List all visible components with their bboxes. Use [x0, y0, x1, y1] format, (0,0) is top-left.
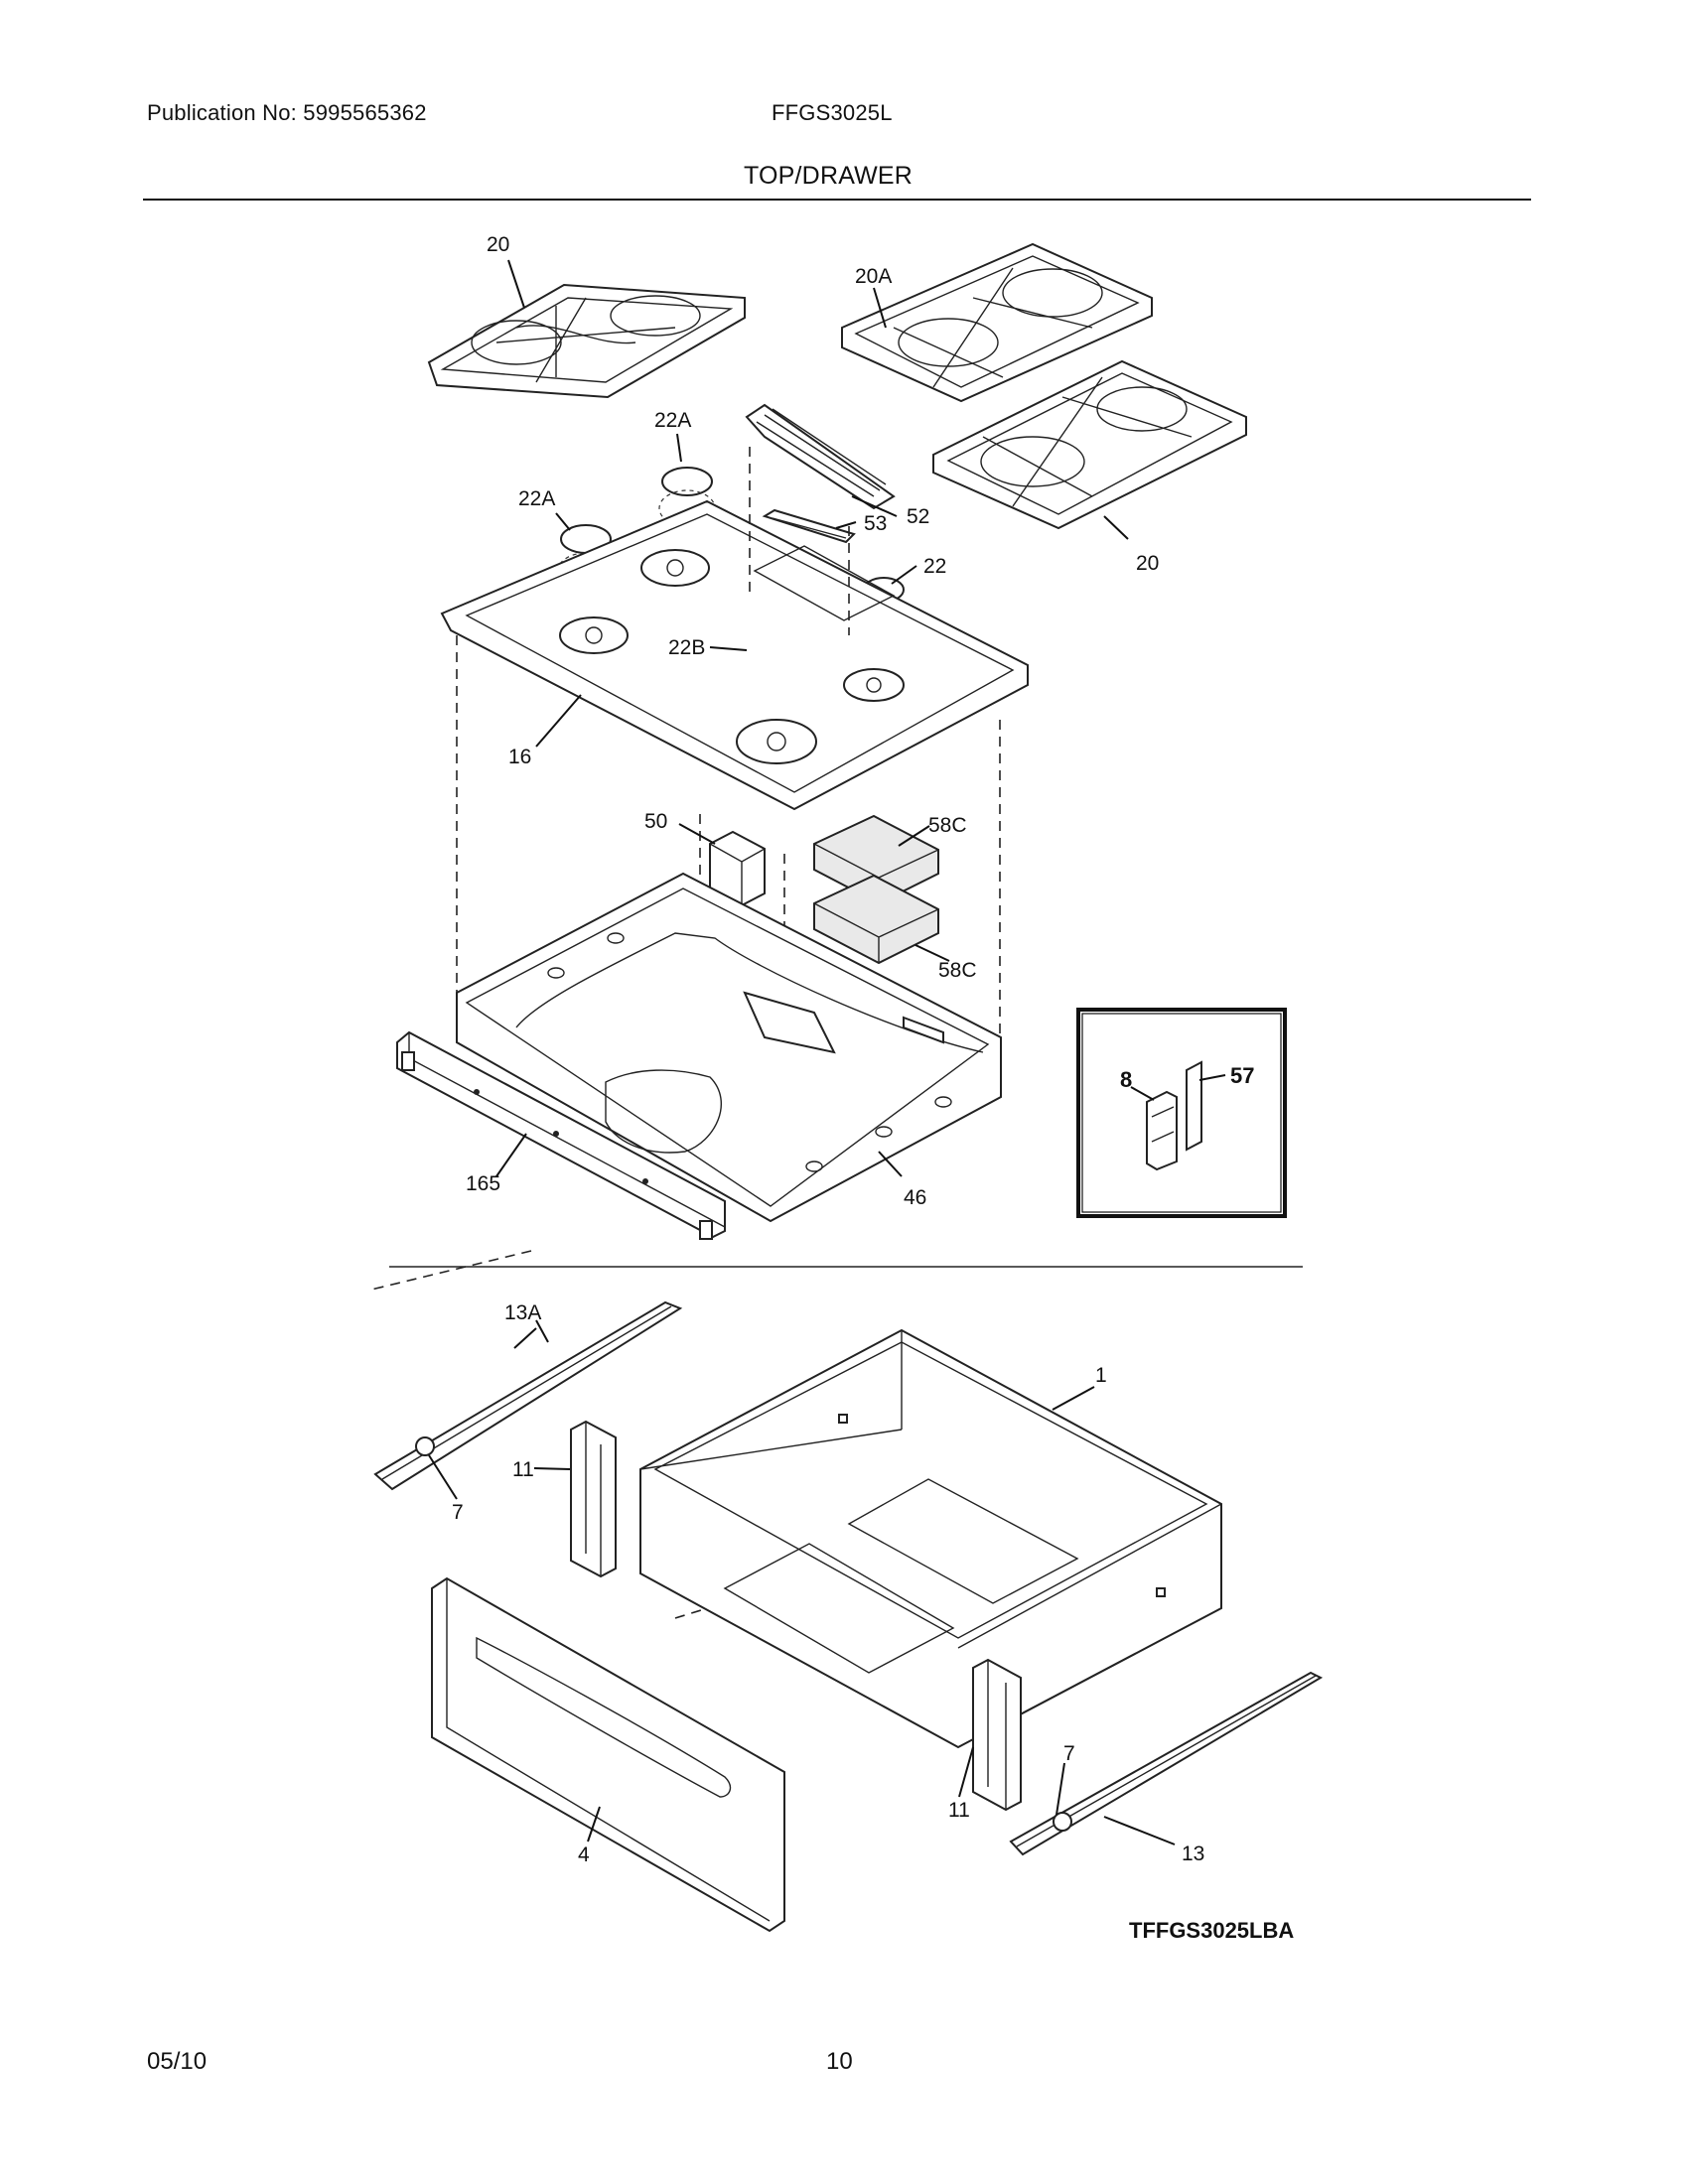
callout-16: 16: [508, 746, 531, 768]
grate-right: [932, 359, 1247, 530]
callout-46: 46: [904, 1186, 926, 1209]
bracket-50: [709, 830, 766, 907]
vent-trim-52: [745, 403, 896, 510]
callout-11-left: 11: [512, 1458, 534, 1481]
grate-20a: [841, 242, 1153, 403]
insulation-58c-bottom: [813, 874, 939, 965]
footer-date: 05/10: [147, 2048, 208, 2075]
callout-22a-top: 22A: [654, 409, 691, 432]
bracket-11-left: [570, 1420, 617, 1578]
callout-20a: 20A: [855, 265, 892, 288]
drawer-body: [639, 1328, 1222, 1749]
section-title: TOP/DRAWER: [744, 162, 914, 190]
cooktop-main-top: [440, 499, 1029, 811]
publication-number: Publication No: 5995565362: [147, 100, 427, 125]
callout-13: 13: [1182, 1843, 1204, 1865]
drawer-slide-13: [1009, 1671, 1324, 1856]
callout-57: 57: [1230, 1063, 1254, 1088]
callout-7-left: 7: [452, 1501, 464, 1524]
callout-11-right: 11: [948, 1799, 970, 1822]
detail-inset: [1076, 1008, 1287, 1218]
vent-grille-53: [762, 508, 856, 544]
callout-22: 22: [923, 555, 946, 578]
front-rail-165: [396, 1030, 726, 1240]
callout-7-right: 7: [1063, 1742, 1075, 1765]
callout-1: 1: [1095, 1364, 1107, 1387]
header-rule: [143, 199, 1531, 201]
callout-20-left: 20: [487, 233, 509, 256]
callout-53: 53: [864, 512, 887, 535]
callout-50: 50: [644, 810, 667, 833]
drawer-slide-13a: [373, 1300, 683, 1491]
callout-165: 165: [466, 1172, 500, 1195]
callout-4: 4: [578, 1843, 590, 1866]
callout-52: 52: [907, 505, 929, 528]
drawer-front: [431, 1576, 785, 1933]
grate-left: [427, 283, 746, 399]
callout-22b: 22B: [668, 636, 705, 659]
callout-22a-left: 22A: [518, 487, 555, 510]
model-number: FFGS3025L: [772, 100, 893, 125]
callout-20-right: 20: [1136, 552, 1159, 575]
page-number: 10: [826, 2048, 853, 2075]
bracket-11-right: [972, 1658, 1022, 1812]
callout-13a: 13A: [504, 1301, 541, 1324]
callout-8: 8: [1120, 1067, 1132, 1092]
chassis-pan: [456, 872, 1002, 1223]
callout-58c-bottom: 58C: [938, 959, 977, 982]
diagram-code: TFFGS3025LBA: [1129, 1918, 1294, 1943]
callout-58c-top: 58C: [928, 814, 967, 837]
